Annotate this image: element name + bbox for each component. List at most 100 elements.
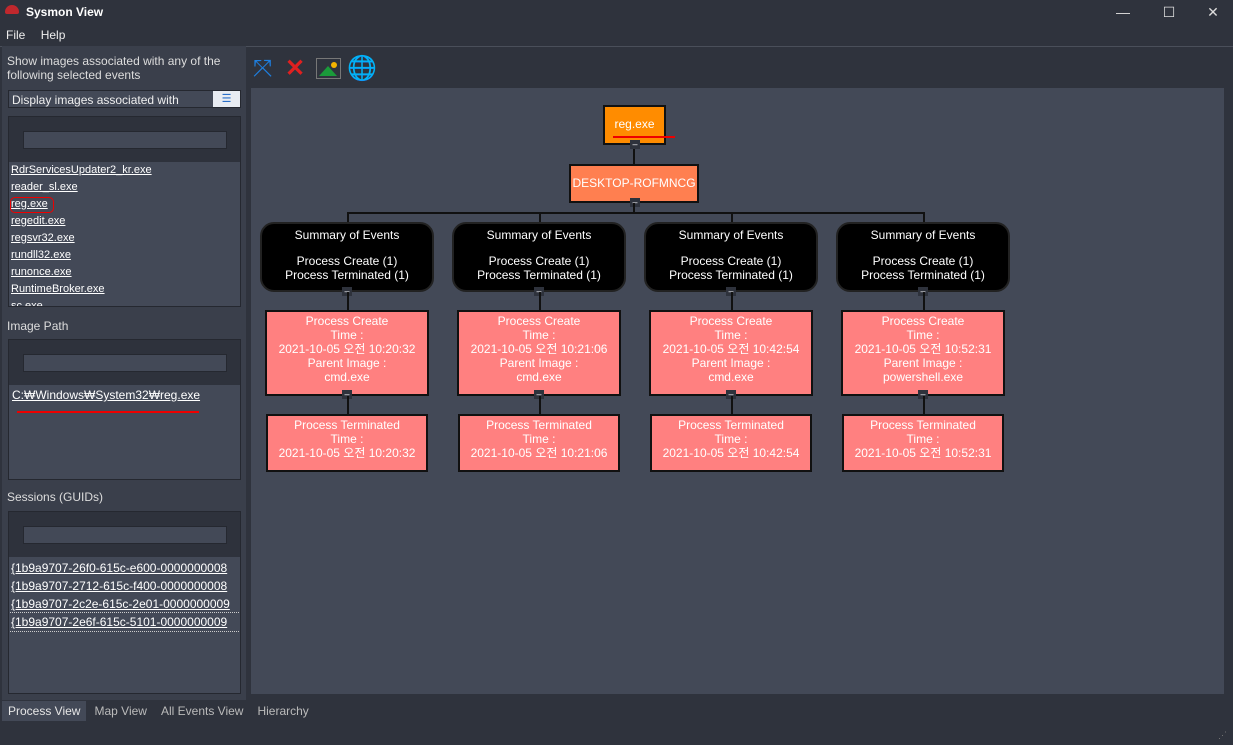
display-dropdown[interactable]: Display images associated with ☰: [8, 90, 241, 108]
collapse-toggle-icon[interactable]: –: [342, 287, 352, 296]
left-panel: Show images associated with any of the f…: [2, 46, 246, 700]
tab-process-view[interactable]: Process View: [2, 701, 87, 721]
node-text-line: cmd.exe: [708, 370, 754, 384]
resize-grip-icon[interactable]: ⋰: [1218, 730, 1227, 740]
tab-all-events-view[interactable]: All Events View: [160, 704, 244, 718]
red-underline-annotation: [613, 136, 675, 138]
node-text-line: Process Terminated: [678, 418, 784, 432]
list-icon[interactable]: ☰: [213, 91, 240, 107]
menu-file[interactable]: File: [6, 28, 26, 42]
clear-icon[interactable]: ✕: [285, 55, 306, 82]
red-underline-annotation: [17, 411, 199, 413]
image-list-item[interactable]: rundll32.exe: [11, 249, 71, 261]
collapse-toggle-icon[interactable]: –: [342, 390, 352, 399]
app-logo-icon: [5, 5, 19, 14]
node-text-line: Process Create: [881, 314, 965, 328]
collapse-toggle-icon[interactable]: –: [534, 390, 544, 399]
session-item[interactable]: {1b9a9707-2e6f-615c-5101-0000000009: [9, 612, 240, 632]
image-list-item[interactable]: RdrServicesUpdater2_kr.exe: [11, 164, 152, 176]
session-item[interactable]: {1b9a9707-26f0-615c-e600-0000000008: [11, 561, 228, 575]
collapse-toggle-icon[interactable]: –: [918, 287, 928, 296]
node-text-line: Parent Image :: [883, 356, 963, 370]
image-list-item[interactable]: reader_sl.exe: [11, 181, 78, 193]
node-text-line: Summary of Events: [294, 228, 400, 242]
node-text-line: Time :: [906, 328, 940, 342]
host-label: DESKTOP-ROFMNCG: [572, 176, 696, 190]
image-path-list: C:₩Windows₩System32₩reg.exe: [9, 385, 240, 479]
tab-hierarchy[interactable]: Hierarchy: [257, 704, 309, 718]
images-filter-input[interactable]: [23, 131, 227, 149]
close-button[interactable]: ✕: [1207, 4, 1219, 20]
image-icon[interactable]: [316, 58, 341, 79]
node-text-line: Summary of Events: [870, 228, 976, 242]
edge: [731, 212, 733, 222]
host-node[interactable]: DESKTOP-ROFMNCG: [569, 164, 699, 203]
menu-bar: File Help: [0, 26, 71, 46]
node-text-line: Process Terminated (1): [861, 268, 985, 282]
image-list-item[interactable]: sc.exe: [11, 300, 43, 306]
collapse-toggle-icon[interactable]: –: [918, 390, 928, 399]
image-path-item[interactable]: C:₩Windows₩System32₩reg.exe: [12, 388, 201, 402]
image-path-filter-input[interactable]: [23, 354, 227, 372]
collapse-toggle-icon[interactable]: –: [534, 287, 544, 296]
tab-map-view[interactable]: Map View: [94, 704, 147, 718]
node-text-line: Time :: [522, 432, 556, 446]
session-item[interactable]: {1b9a9707-2712-615c-f400-0000000008: [11, 579, 228, 593]
image-list-item[interactable]: regsvr32.exe: [11, 232, 75, 244]
edge: [633, 145, 635, 164]
image-list-item[interactable]: regedit.exe: [11, 215, 66, 227]
session-item[interactable]: {1b9a9707-2c2e-615c-2e01-0000000009: [11, 597, 230, 611]
globe-icon[interactable]: 🌐: [347, 55, 377, 82]
node-text-line: Process Create (1): [296, 254, 398, 268]
menu-help[interactable]: Help: [40, 28, 66, 42]
node-text-line: Time :: [906, 432, 940, 446]
maximize-button[interactable]: ☐: [1162, 4, 1176, 20]
node-text-line: 2021-10-05 오전 10:42:54: [662, 342, 800, 356]
expand-icon[interactable]: ⤧: [253, 55, 273, 82]
dropdown-label: Display images associated with: [12, 93, 179, 107]
node-text-line: 2021-10-05 오전 10:21:06: [470, 446, 608, 460]
minimize-button[interactable]: —: [1116, 4, 1130, 20]
image-list-item[interactable]: runonce.exe: [11, 266, 72, 278]
collapse-toggle-icon[interactable]: –: [630, 140, 640, 149]
root-label: reg.exe: [614, 117, 655, 131]
node-text-line: Process Terminated (1): [285, 268, 409, 282]
node-text-line: Process Terminated: [486, 418, 592, 432]
title-bar: Sysmon View — ☐ ✕: [0, 0, 1233, 24]
sessions-filter-input[interactable]: [23, 526, 227, 544]
node-text-line: Summary of Events: [678, 228, 784, 242]
red-circle-annotation: [10, 197, 54, 213]
root-node[interactable]: reg.exe: [603, 105, 666, 145]
process-graph[interactable]: reg.exe–DESKTOP-ROFMNCG–Summary of Event…: [251, 88, 1224, 694]
window-title: Sysmon View: [26, 5, 104, 19]
edge: [347, 292, 349, 310]
node-text-line: 2021-10-05 오전 10:52:31: [854, 342, 992, 356]
collapse-toggle-icon[interactable]: –: [726, 287, 736, 296]
node-text-line: Process Create (1): [872, 254, 974, 268]
node-text-line: cmd.exe: [516, 370, 562, 384]
collapse-toggle-icon[interactable]: –: [726, 390, 736, 399]
node-text-line: Time :: [330, 432, 364, 446]
edge: [923, 396, 925, 414]
edge: [633, 203, 635, 213]
image-list-item[interactable]: reg.exe: [11, 198, 48, 210]
edge: [731, 396, 733, 414]
collapse-toggle-icon[interactable]: –: [630, 198, 640, 207]
image-list-item[interactable]: RuntimeBroker.exe: [11, 283, 105, 295]
node-text-line: Time :: [714, 432, 748, 446]
node-text-line: Process Create: [689, 314, 773, 328]
node-text-line: Parent Image :: [499, 356, 579, 370]
sessions-list: {1b9a9707-26f0-615c-e600-0000000008 {1b9a…: [9, 557, 240, 693]
